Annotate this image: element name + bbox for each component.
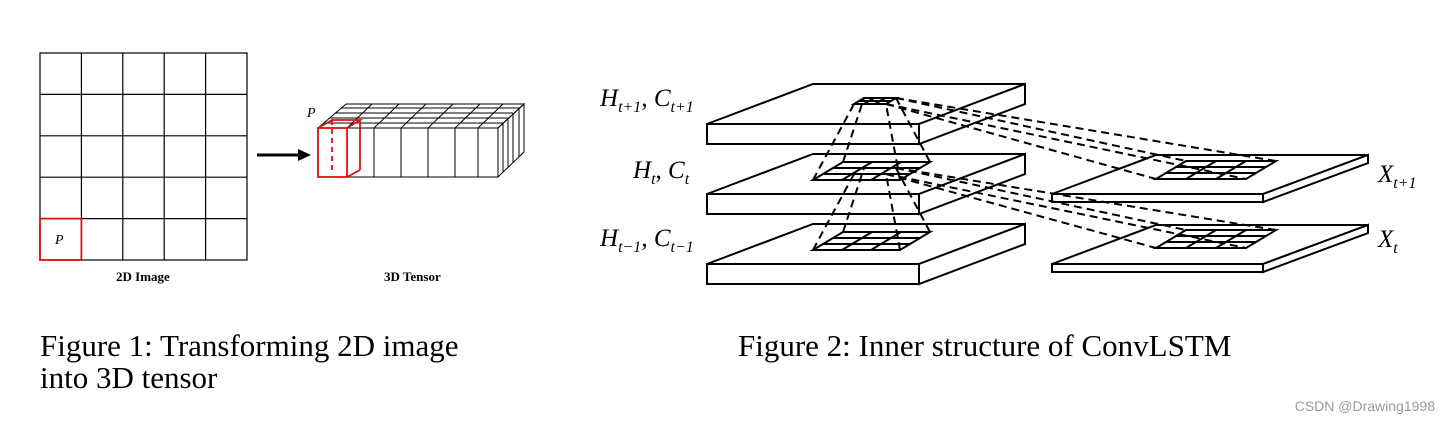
image-label: 2D Image bbox=[116, 269, 170, 284]
kernel-grid-x-next bbox=[1152, 160, 1280, 180]
watermark: CSDN @Drawing1998 bbox=[1294, 398, 1435, 414]
plate-x-cur bbox=[1051, 223, 1369, 274]
image-grid bbox=[39, 52, 248, 261]
kernel-grid-mid bbox=[809, 161, 934, 181]
plate-x-next bbox=[1051, 153, 1369, 204]
label-x-next: Xt+1 bbox=[1377, 161, 1417, 192]
kernel-grid-x-cur bbox=[1152, 229, 1280, 249]
figure1-caption-line1: Figure 1: Transforming 2D image bbox=[40, 328, 459, 363]
dashed-connections bbox=[812, 97, 1277, 251]
figure1-caption-line2: into 3D tensor bbox=[40, 360, 218, 395]
tensor-p-label: P bbox=[306, 106, 316, 121]
transform-arrow bbox=[257, 149, 311, 161]
figure2: Ht+1, Ct+1 Ht, Ct Ht−1, Ct−1 Xt+1 Xt bbox=[599, 82, 1417, 286]
label-h-next: Ht+1, Ct+1 bbox=[599, 85, 694, 116]
figure1: P 2D Image bbox=[39, 52, 526, 284]
label-x-cur: Xt bbox=[1377, 226, 1398, 257]
tensor-label: 3D Tensor bbox=[384, 269, 441, 284]
label-h-cur: Ht, Ct bbox=[632, 157, 690, 188]
plate-h-next bbox=[706, 82, 1026, 146]
patch-highlight bbox=[39, 217, 83, 261]
label-h-prev: Ht−1, Ct−1 bbox=[599, 225, 694, 256]
tensor-patch-highlight bbox=[317, 119, 364, 178]
figure2-caption: Figure 2: Inner structure of ConvLSTM bbox=[738, 328, 1232, 363]
tensor bbox=[316, 102, 526, 179]
patch-label: P bbox=[54, 233, 64, 248]
figure1-caption: Figure 1: Transforming 2D image into 3D … bbox=[40, 330, 560, 394]
